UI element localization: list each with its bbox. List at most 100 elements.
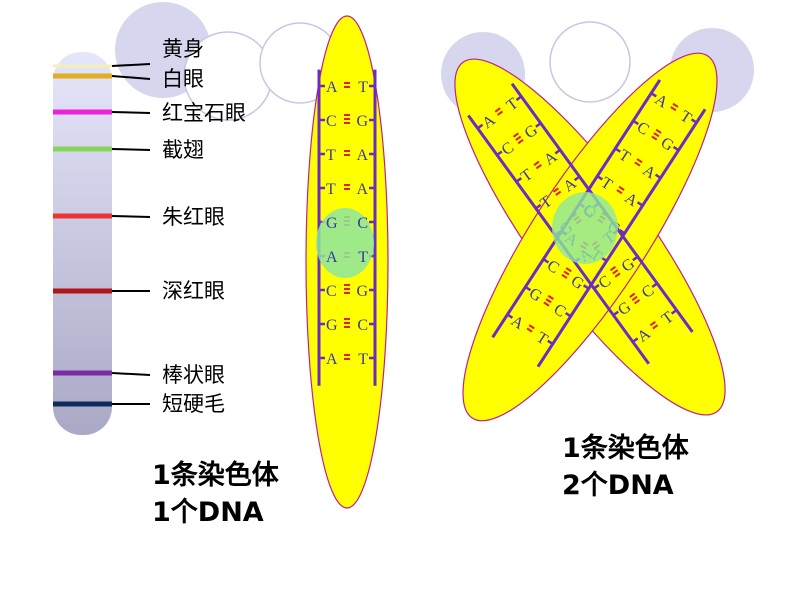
rung xyxy=(554,148,561,155)
hydrogen-bond xyxy=(547,294,554,300)
hydrogen-bond xyxy=(533,160,540,166)
hydrogen-bond xyxy=(497,110,504,116)
leader-line xyxy=(111,111,151,114)
gene-label: 深红眼 xyxy=(162,279,225,303)
gene-label: 棒状眼 xyxy=(162,363,225,387)
hydrogen-bond xyxy=(565,267,572,273)
hydrogen-bond xyxy=(618,185,625,191)
gene-label: 红宝石眼 xyxy=(162,101,246,125)
hydrogen-bond xyxy=(634,299,641,305)
centromere xyxy=(316,208,374,278)
right-caption-line1: 1条染色体 xyxy=(562,432,690,464)
rung xyxy=(496,150,503,156)
hydrogen-bond xyxy=(652,324,659,330)
rung xyxy=(614,147,621,153)
rung xyxy=(476,123,484,130)
left-caption-line1: 1条染色体 xyxy=(152,459,280,491)
rung xyxy=(535,122,542,128)
rung xyxy=(651,282,658,288)
rung xyxy=(582,284,590,290)
base-right: G xyxy=(356,283,368,300)
gene-band xyxy=(53,64,112,68)
decor-circle xyxy=(549,21,631,103)
hydrogen-bond xyxy=(634,161,641,167)
rung xyxy=(573,175,581,182)
hydrogen-bond xyxy=(517,138,524,145)
base-right: A xyxy=(356,181,368,198)
gene-label: 黄身 xyxy=(162,37,204,61)
rung xyxy=(632,119,639,126)
base-left: C xyxy=(326,113,337,130)
replicated-chromosome: ATCGTATAGCATCGGCAT ATCGTATAGCATCGGCAT xyxy=(454,52,726,422)
rung xyxy=(596,175,604,181)
gene-band xyxy=(53,73,112,79)
hydrogen-bond xyxy=(528,324,535,330)
leader-line xyxy=(111,75,151,80)
rung xyxy=(632,255,639,262)
leader-line xyxy=(111,215,151,218)
base-right: T xyxy=(358,79,368,96)
rung xyxy=(547,339,554,346)
leader-line xyxy=(111,372,151,376)
leader-line xyxy=(111,63,151,67)
rung xyxy=(593,283,600,290)
rung xyxy=(535,203,542,210)
rung xyxy=(636,201,644,207)
rung xyxy=(515,95,523,102)
gene-label: 短硬毛 xyxy=(162,392,225,416)
base-right: A xyxy=(356,147,368,164)
rung xyxy=(542,258,550,264)
rung xyxy=(670,309,678,315)
rung xyxy=(564,311,572,318)
hydrogen-bond xyxy=(555,190,562,196)
hydrogen-bond xyxy=(655,128,662,134)
gene-band xyxy=(53,288,112,294)
rung xyxy=(618,228,626,235)
leader-line xyxy=(111,148,151,151)
hydrogen-bond xyxy=(651,135,658,141)
rung xyxy=(524,285,532,292)
left-caption-line2: 1个DNA xyxy=(152,497,264,528)
base-left: A xyxy=(326,249,338,266)
gene-label: 朱红眼 xyxy=(162,205,225,229)
hydrogen-bond xyxy=(512,132,519,138)
rung xyxy=(612,310,620,317)
base-right: C xyxy=(357,215,368,232)
gene-label: 截翅 xyxy=(162,138,204,162)
hydrogen-bond xyxy=(672,102,679,108)
dna-backbone xyxy=(536,108,707,368)
hydrogen-bond xyxy=(561,273,568,279)
gene-label: 白眼 xyxy=(162,67,204,91)
base-left: A xyxy=(326,351,338,368)
gene-band xyxy=(53,370,112,376)
hydrogen-bond xyxy=(494,107,501,113)
base-left: G xyxy=(326,317,338,334)
hydrogen-bond xyxy=(545,298,552,304)
rung xyxy=(690,118,698,124)
rung xyxy=(515,177,523,183)
gene-band xyxy=(53,401,112,407)
hydrogen-bond xyxy=(629,292,636,298)
captions: 1条染色体 1个DNA 1条染色体 2个DNA xyxy=(152,432,690,528)
base-left: G xyxy=(326,215,338,232)
hydrogen-bond xyxy=(515,135,522,141)
gene-band xyxy=(53,109,112,115)
base-left: C xyxy=(326,283,337,300)
gene-band xyxy=(53,146,112,152)
right-caption-line2: 2个DNA xyxy=(562,470,674,501)
base-right: T xyxy=(358,351,368,368)
base-left: T xyxy=(326,147,336,164)
gene-band xyxy=(53,213,112,219)
hydrogen-bond xyxy=(631,295,638,302)
rung xyxy=(632,337,639,343)
hydrogen-bond xyxy=(653,132,660,138)
rung xyxy=(650,92,657,98)
base-right: G xyxy=(356,113,368,130)
hydrogen-bond xyxy=(614,272,621,278)
hydrogen-bond xyxy=(563,270,570,276)
hydrogen-bond xyxy=(609,265,616,272)
hydrogen-bond xyxy=(649,320,656,327)
hydrogen-bond xyxy=(543,301,550,307)
